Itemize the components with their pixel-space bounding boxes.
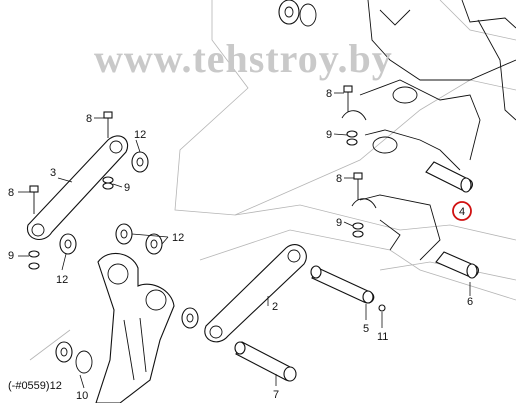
label-11: 11 [377,331,388,343]
pins-right [425,161,479,279]
link-part-3 [27,135,128,241]
link-part-2 [204,244,307,343]
pin-part-5 [310,265,375,304]
label-10: 10 [76,390,88,402]
part-11 [378,304,386,312]
leader-lines [18,92,471,389]
label-2: 2 [272,301,278,313]
bolt-8-upper [103,111,113,138]
top-washer-oring [278,0,317,27]
boom-bracket [359,0,516,261]
label-serial-12: (-#0559)12 [8,380,62,392]
pin-part-7 [234,341,297,382]
label-9-right-lower: 9 [336,217,342,229]
watermark-text: www.tehstroy.by [94,36,393,81]
part-labels: 8 12 3 8 9 9 12 12 8 9 8 9 4 6 2 5 11 7 … [8,88,473,402]
label-8-upper-left: 8 [86,113,92,125]
washers-12 [55,151,199,363]
bolt-8-lower [29,185,39,214]
label-5: 5 [363,323,369,335]
label-12-right: 12 [172,232,184,244]
label-4: 4 [459,206,465,218]
label-8-right-lower: 8 [336,173,342,185]
label-9-upper: 9 [124,182,130,194]
label-9-right-upper: 9 [326,129,332,141]
label-12-upper: 12 [134,129,146,141]
nuts-9 [28,130,364,270]
label-6: 6 [467,296,473,308]
oring-10 [75,350,93,374]
highlight-circle [452,201,472,221]
label-3: 3 [50,167,56,179]
label-8-lower-left: 8 [8,187,14,199]
label-9-lower: 9 [8,250,14,262]
label-8-right-upper: 8 [326,88,332,100]
label-7: 7 [273,389,279,401]
bolts-8-right [341,85,377,209]
fork-frame [95,252,175,403]
label-12-lower: 12 [56,274,68,286]
